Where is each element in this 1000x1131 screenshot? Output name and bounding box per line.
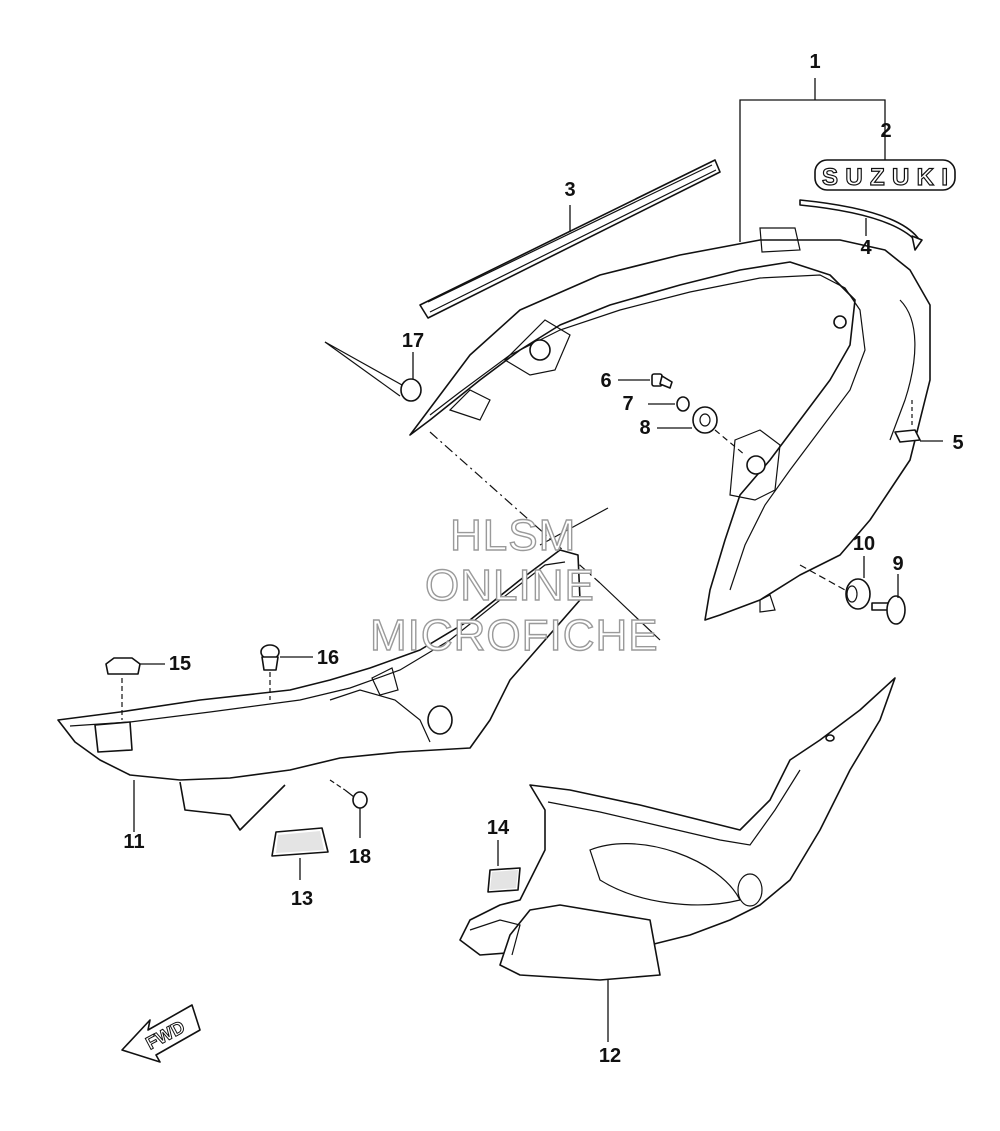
screw-18 — [329, 779, 368, 838]
grommet-8 — [657, 406, 746, 456]
frame-cover-12 — [459, 677, 896, 1042]
suzuki-decal-2: SUZUKI — [814, 159, 956, 192]
callout-5: 5 — [952, 432, 963, 454]
watermark-line-2: ONLINE — [425, 561, 595, 610]
callout-9: 9 — [892, 553, 903, 575]
callout-16: 16 — [317, 647, 339, 669]
strip-4 — [799, 199, 923, 251]
callout-18: 18 — [349, 846, 371, 868]
pad-14 — [487, 840, 521, 893]
callout-1-bracket — [739, 78, 886, 242]
bolt-9 — [871, 574, 906, 625]
callout-6: 6 — [600, 370, 611, 392]
push-rivet-16 — [260, 644, 313, 700]
stripe-3 — [419, 159, 721, 319]
callout-12: 12 — [599, 1045, 621, 1067]
callout-8: 8 — [639, 417, 650, 439]
callout-13: 13 — [291, 888, 313, 910]
watermark-line-1: HLSM — [450, 511, 576, 560]
callout-3: 3 — [564, 179, 575, 201]
callout-1: 1 — [809, 51, 820, 73]
callout-14: 14 — [487, 817, 510, 839]
callout-11: 11 — [123, 831, 144, 853]
callout-2: 2 — [880, 120, 891, 142]
clip-nut-5 — [894, 400, 943, 443]
watermark: HLSM ONLINE MICROFICHE — [369, 510, 659, 660]
callout-17: 17 — [402, 330, 424, 352]
pad-13 — [271, 827, 329, 880]
screw-6 — [618, 373, 673, 389]
watermark-line-3: MICROFICHE — [370, 611, 659, 660]
callout-15: 15 — [169, 653, 191, 675]
cushion-10 — [799, 556, 871, 610]
grommet-15 — [105, 657, 165, 675]
frame-cover-11 — [57, 549, 581, 832]
callout-4: 4 — [860, 237, 872, 259]
fwd-arrow: FWD — [121, 1004, 201, 1063]
callout-7: 7 — [622, 393, 633, 415]
seat-tail-cowl — [409, 227, 931, 621]
grommet-17 — [324, 341, 422, 402]
collar-7 — [648, 396, 690, 412]
callout-10: 10 — [853, 533, 875, 555]
